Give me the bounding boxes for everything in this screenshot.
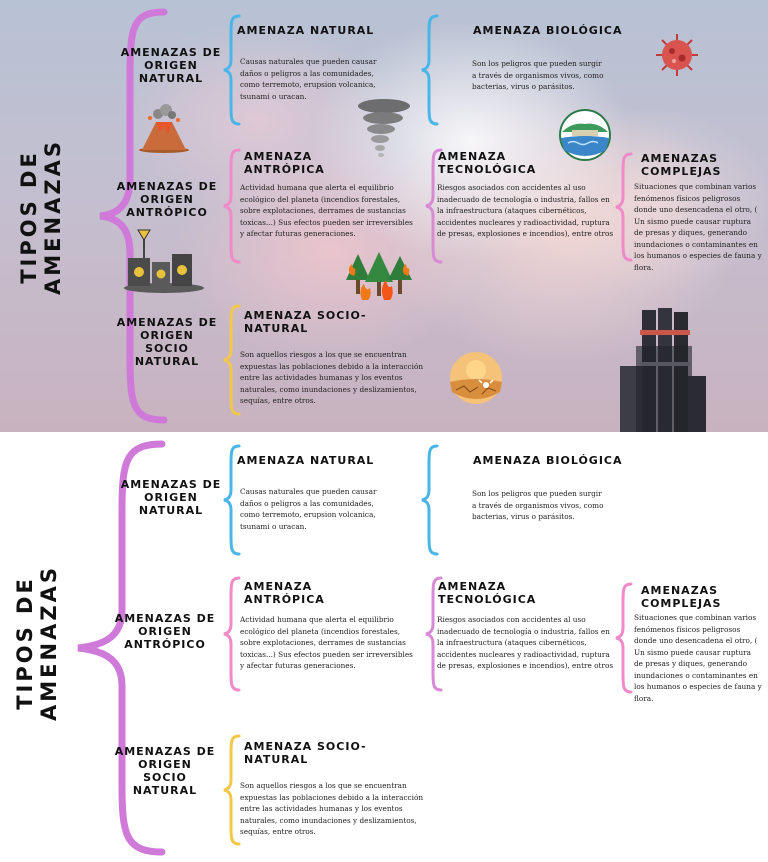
toxic-barrels-icon [124, 229, 204, 293]
root-title: TIPOS DE AMENAZAS [13, 565, 61, 721]
complejas-brace [615, 152, 633, 262]
biologica-brace [421, 444, 439, 556]
group-natural-label: AMENAZAS DE ORIGEN NATURAL [120, 46, 222, 85]
flood-icon [559, 109, 611, 161]
forest-fire-icon [346, 252, 412, 300]
socio-brace [223, 304, 241, 416]
node-biologica-title: AMENAZA BIOLÓGICA [473, 24, 623, 37]
node-biologica-text: Son los peligros que pueden surgir a tra… [472, 489, 604, 521]
root-title: TIPOS DE AMENAZAS [17, 139, 65, 295]
node-complejas-title: AMENAZAS COMPLEJAS [641, 584, 722, 610]
node-biologica-title: AMENAZA BIOLÓGICA [473, 454, 623, 467]
virus-icon [656, 34, 698, 76]
antropica-brace [223, 576, 241, 692]
factory-chimney-icon [620, 308, 706, 432]
node-tecnologica-title: AMENAZA TECNOLÓGICA [438, 150, 537, 176]
natural-brace [223, 444, 241, 556]
node-complejas-text: Situaciones que combinan varios fenómeno… [634, 182, 762, 272]
node-antropica-text: Actividad humana que alerta el equilibri… [240, 183, 413, 238]
root-brace [77, 440, 166, 856]
biologica-brace [421, 14, 439, 126]
node-tecnologica-text: Riesgos asociados con accidentes al uso … [437, 183, 614, 238]
node-socio-text: Son aquellos riesgos a los que se encuen… [240, 781, 424, 836]
antropica-brace [223, 148, 241, 264]
group-antropico-label: AMENAZAS DE ORIGEN ANTRÓPICO [116, 180, 218, 219]
tecnologica-brace [425, 148, 443, 264]
node-socio-title: AMENAZA SOCIO- NATURAL [244, 740, 367, 766]
node-natural-title: AMENAZA NATURAL [237, 24, 375, 37]
infographic-plain-version: TIPOS DE AMENAZAS AMENAZAS DE ORIGEN NAT… [0, 432, 768, 862]
node-natural-text: Causas naturales que pueden causar daños… [240, 57, 377, 101]
drought-icon [450, 352, 502, 404]
node-antropica-text: Actividad humana que alerta el equilibri… [240, 615, 413, 670]
node-natural-text: Causas naturales que pueden causar daños… [240, 487, 377, 531]
node-tecnologica-title: AMENAZA TECNOLÓGICA [438, 580, 537, 606]
node-socio-title: AMENAZA SOCIO- NATURAL [244, 309, 367, 335]
tornado-icon [358, 99, 410, 157]
complejas-brace [615, 582, 633, 694]
socio-brace [223, 734, 241, 846]
node-complejas-title: AMENAZAS COMPLEJAS [641, 152, 722, 178]
node-natural-title: AMENAZA NATURAL [237, 454, 375, 467]
tecnologica-brace [425, 576, 443, 692]
infographic-photo-version: TIPOS DE AMENAZAS AMENAZAS DE ORIGEN NAT… [0, 0, 768, 432]
group-socio-label: AMENAZAS DE ORIGEN SOCIO NATURAL [114, 745, 216, 797]
volcano-icon [139, 104, 189, 153]
node-antropica-title: AMENAZA ANTRÓPICA [244, 150, 325, 176]
group-socio-label: AMENAZAS DE ORIGEN SOCIO NATURAL [116, 316, 218, 368]
node-socio-text: Son aquellos riesgos a los que se encuen… [240, 350, 424, 405]
node-biologica-text: Son los peligros que pueden surgir a tra… [472, 59, 604, 91]
group-antropico-label: AMENAZAS DE ORIGEN ANTRÓPICO [114, 612, 216, 651]
node-antropica-title: AMENAZA ANTRÓPICA [244, 580, 325, 606]
group-natural-label: AMENAZAS DE ORIGEN NATURAL [120, 478, 222, 517]
node-tecnologica-text: Riesgos asociados con accidentes al uso … [437, 615, 614, 670]
root-brace [99, 8, 168, 424]
natural-brace [223, 14, 241, 126]
node-complejas-text: Situaciones que combinan varios fenómeno… [634, 613, 762, 703]
